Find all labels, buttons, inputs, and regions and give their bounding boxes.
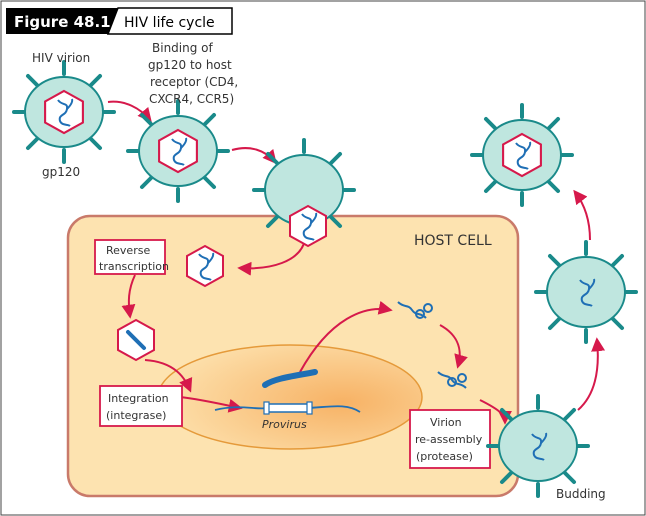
- figure-title: HIV life cycle: [124, 15, 215, 31]
- host-cell-label: HOST CELL: [414, 233, 492, 249]
- svg-text:Virion: Virion: [430, 416, 462, 429]
- arrow-8: [439, 324, 468, 369]
- integration-box: Integration (integrase): [99, 385, 183, 427]
- nucleus: [157, 344, 423, 450]
- reverse-transcription-box: Reverse transcription: [94, 239, 169, 275]
- svg-text:re-assembly: re-assembly: [415, 433, 483, 446]
- provirus-label: Provirus: [262, 418, 307, 431]
- svg-text:CXCR4, CCR5): CXCR4, CCR5): [149, 92, 234, 106]
- mature-virion: [470, 103, 574, 207]
- figure-header: Figure 48.1 HIV life cycle: [6, 7, 233, 35]
- arrow-4: [121, 274, 136, 319]
- arrow-10: [577, 337, 606, 411]
- arrow-5: [144, 359, 193, 393]
- svg-text:Binding of: Binding of: [152, 41, 214, 55]
- virion-reassembly-box: Virion re-assembly (protease): [409, 409, 491, 469]
- arrow-9: [479, 399, 512, 425]
- budding-label: Budding: [556, 487, 606, 501]
- figure-label: Figure 48.1: [14, 13, 111, 31]
- svg-text:(integrase): (integrase): [106, 409, 166, 422]
- svg-text:Integration: Integration: [108, 392, 169, 405]
- hiv-virion-1: [12, 60, 116, 164]
- binding-label: Binding of gp120 to host receptor (CD4, …: [148, 41, 238, 106]
- svg-text:gp120 to host: gp120 to host: [148, 58, 232, 72]
- cycle-arrows: [107, 100, 606, 425]
- hiv-virion-label: HIV virion: [32, 51, 90, 65]
- svg-text:transcription: transcription: [99, 260, 169, 273]
- viral-rna-2: [437, 371, 467, 389]
- arrow-7: [299, 300, 393, 373]
- capsid-entering: [289, 205, 327, 247]
- svg-text:Reverse: Reverse: [106, 244, 150, 257]
- immature-virion: [534, 240, 638, 344]
- cytoplasm-capsid: [186, 245, 224, 287]
- svg-text:(protease): (protease): [416, 450, 473, 463]
- arrow-11: [573, 189, 591, 241]
- budding-virion: [486, 394, 590, 498]
- viral-dna-fragment: [262, 369, 318, 388]
- provirus: [214, 401, 361, 415]
- svg-text:receptor (CD4,: receptor (CD4,: [150, 75, 238, 89]
- hiv-virion-2: [126, 99, 230, 203]
- gp120-label: gp120: [42, 165, 80, 179]
- arrow-3: [237, 239, 306, 276]
- arrow-1: [107, 100, 152, 123]
- viral-rna-1: [397, 301, 433, 319]
- figure-label-badge: [6, 8, 118, 34]
- dna-capsid: [117, 319, 155, 361]
